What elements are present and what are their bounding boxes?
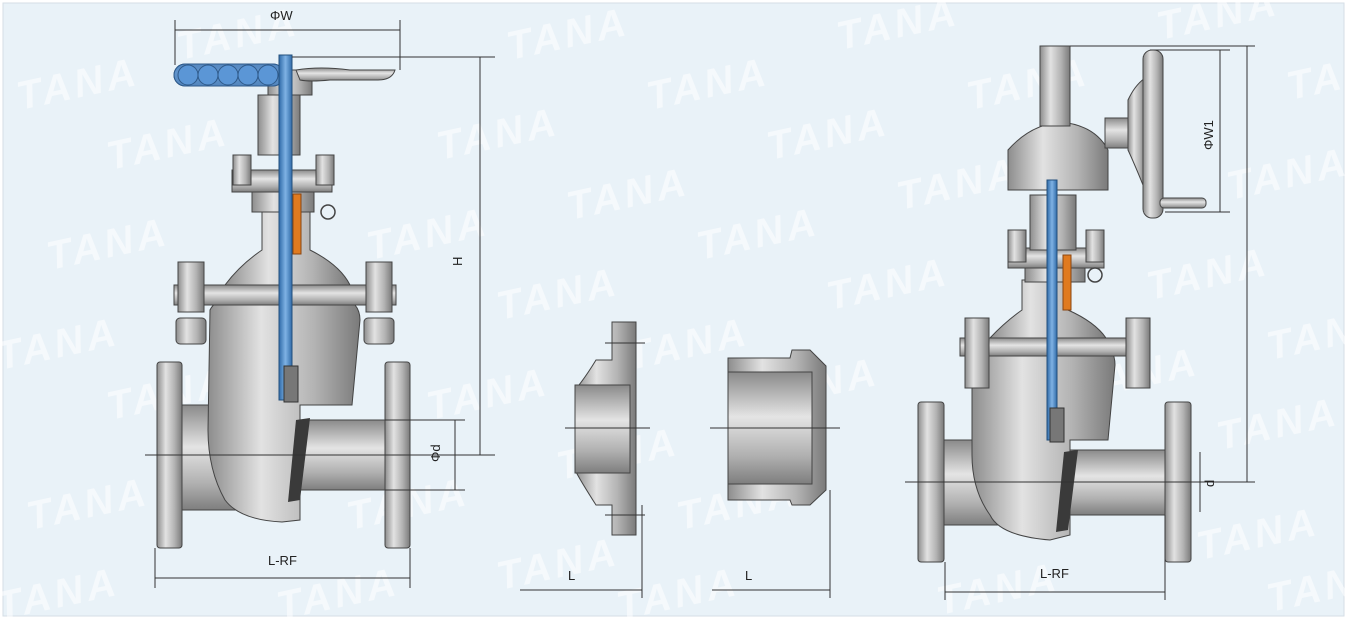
handwheel-knob bbox=[217, 64, 239, 86]
label-d-diameter: Φd bbox=[428, 444, 443, 462]
bolt-nut-left bbox=[175, 317, 207, 345]
stem-packing bbox=[1062, 254, 1072, 311]
gland-bolt-right bbox=[1085, 229, 1105, 263]
valve-stem bbox=[1046, 179, 1058, 441]
label-w1-diameter: ΦW1 bbox=[1201, 120, 1216, 150]
gland-bolt-right bbox=[315, 154, 335, 186]
label-l-rf-left: L-RF bbox=[268, 553, 297, 568]
handwheel-spoke bbox=[295, 67, 396, 82]
label-h: H bbox=[450, 257, 465, 266]
left-valve-dimensions bbox=[145, 20, 495, 588]
bonnet-bolt-right bbox=[1125, 317, 1151, 389]
flanged-end-bore bbox=[574, 384, 631, 474]
gate-wedge bbox=[1056, 450, 1078, 532]
right-valve-dimensions bbox=[905, 45, 1255, 600]
gear-handwheel-handle bbox=[1159, 197, 1207, 209]
lubricator-ring bbox=[320, 204, 336, 220]
right-gate-valve bbox=[917, 45, 1207, 563]
bonnet-bolt-left bbox=[177, 261, 205, 313]
bonnet-bolt-left bbox=[964, 317, 990, 389]
lubricator-ring bbox=[1087, 267, 1103, 283]
gland-bolt-left bbox=[232, 154, 252, 186]
label-w-diameter: ΦW bbox=[270, 8, 293, 23]
bonnet-bolt-right bbox=[365, 261, 393, 313]
label-d: d bbox=[1202, 480, 1217, 487]
stem-backseat bbox=[1049, 407, 1065, 443]
center-dimensions bbox=[520, 342, 840, 598]
handwheel-knob bbox=[177, 64, 199, 86]
bolt-nut-right bbox=[363, 317, 395, 345]
gear-handwheel-rim bbox=[1142, 49, 1164, 219]
label-l-rf-right: L-RF bbox=[1040, 566, 1069, 581]
stem-backseat bbox=[283, 365, 299, 403]
stem-cover-tube bbox=[1039, 45, 1071, 127]
handwheel-knob bbox=[257, 64, 279, 86]
handwheel-knob bbox=[237, 64, 259, 86]
gland-bolt-left bbox=[1007, 229, 1027, 263]
valve-stem bbox=[278, 54, 293, 401]
stem-packing bbox=[292, 193, 302, 255]
label-l-center-right: L bbox=[745, 568, 752, 583]
handwheel-knob bbox=[197, 64, 219, 86]
label-l-center-left: L bbox=[568, 568, 575, 583]
gate-wedge bbox=[288, 418, 310, 502]
